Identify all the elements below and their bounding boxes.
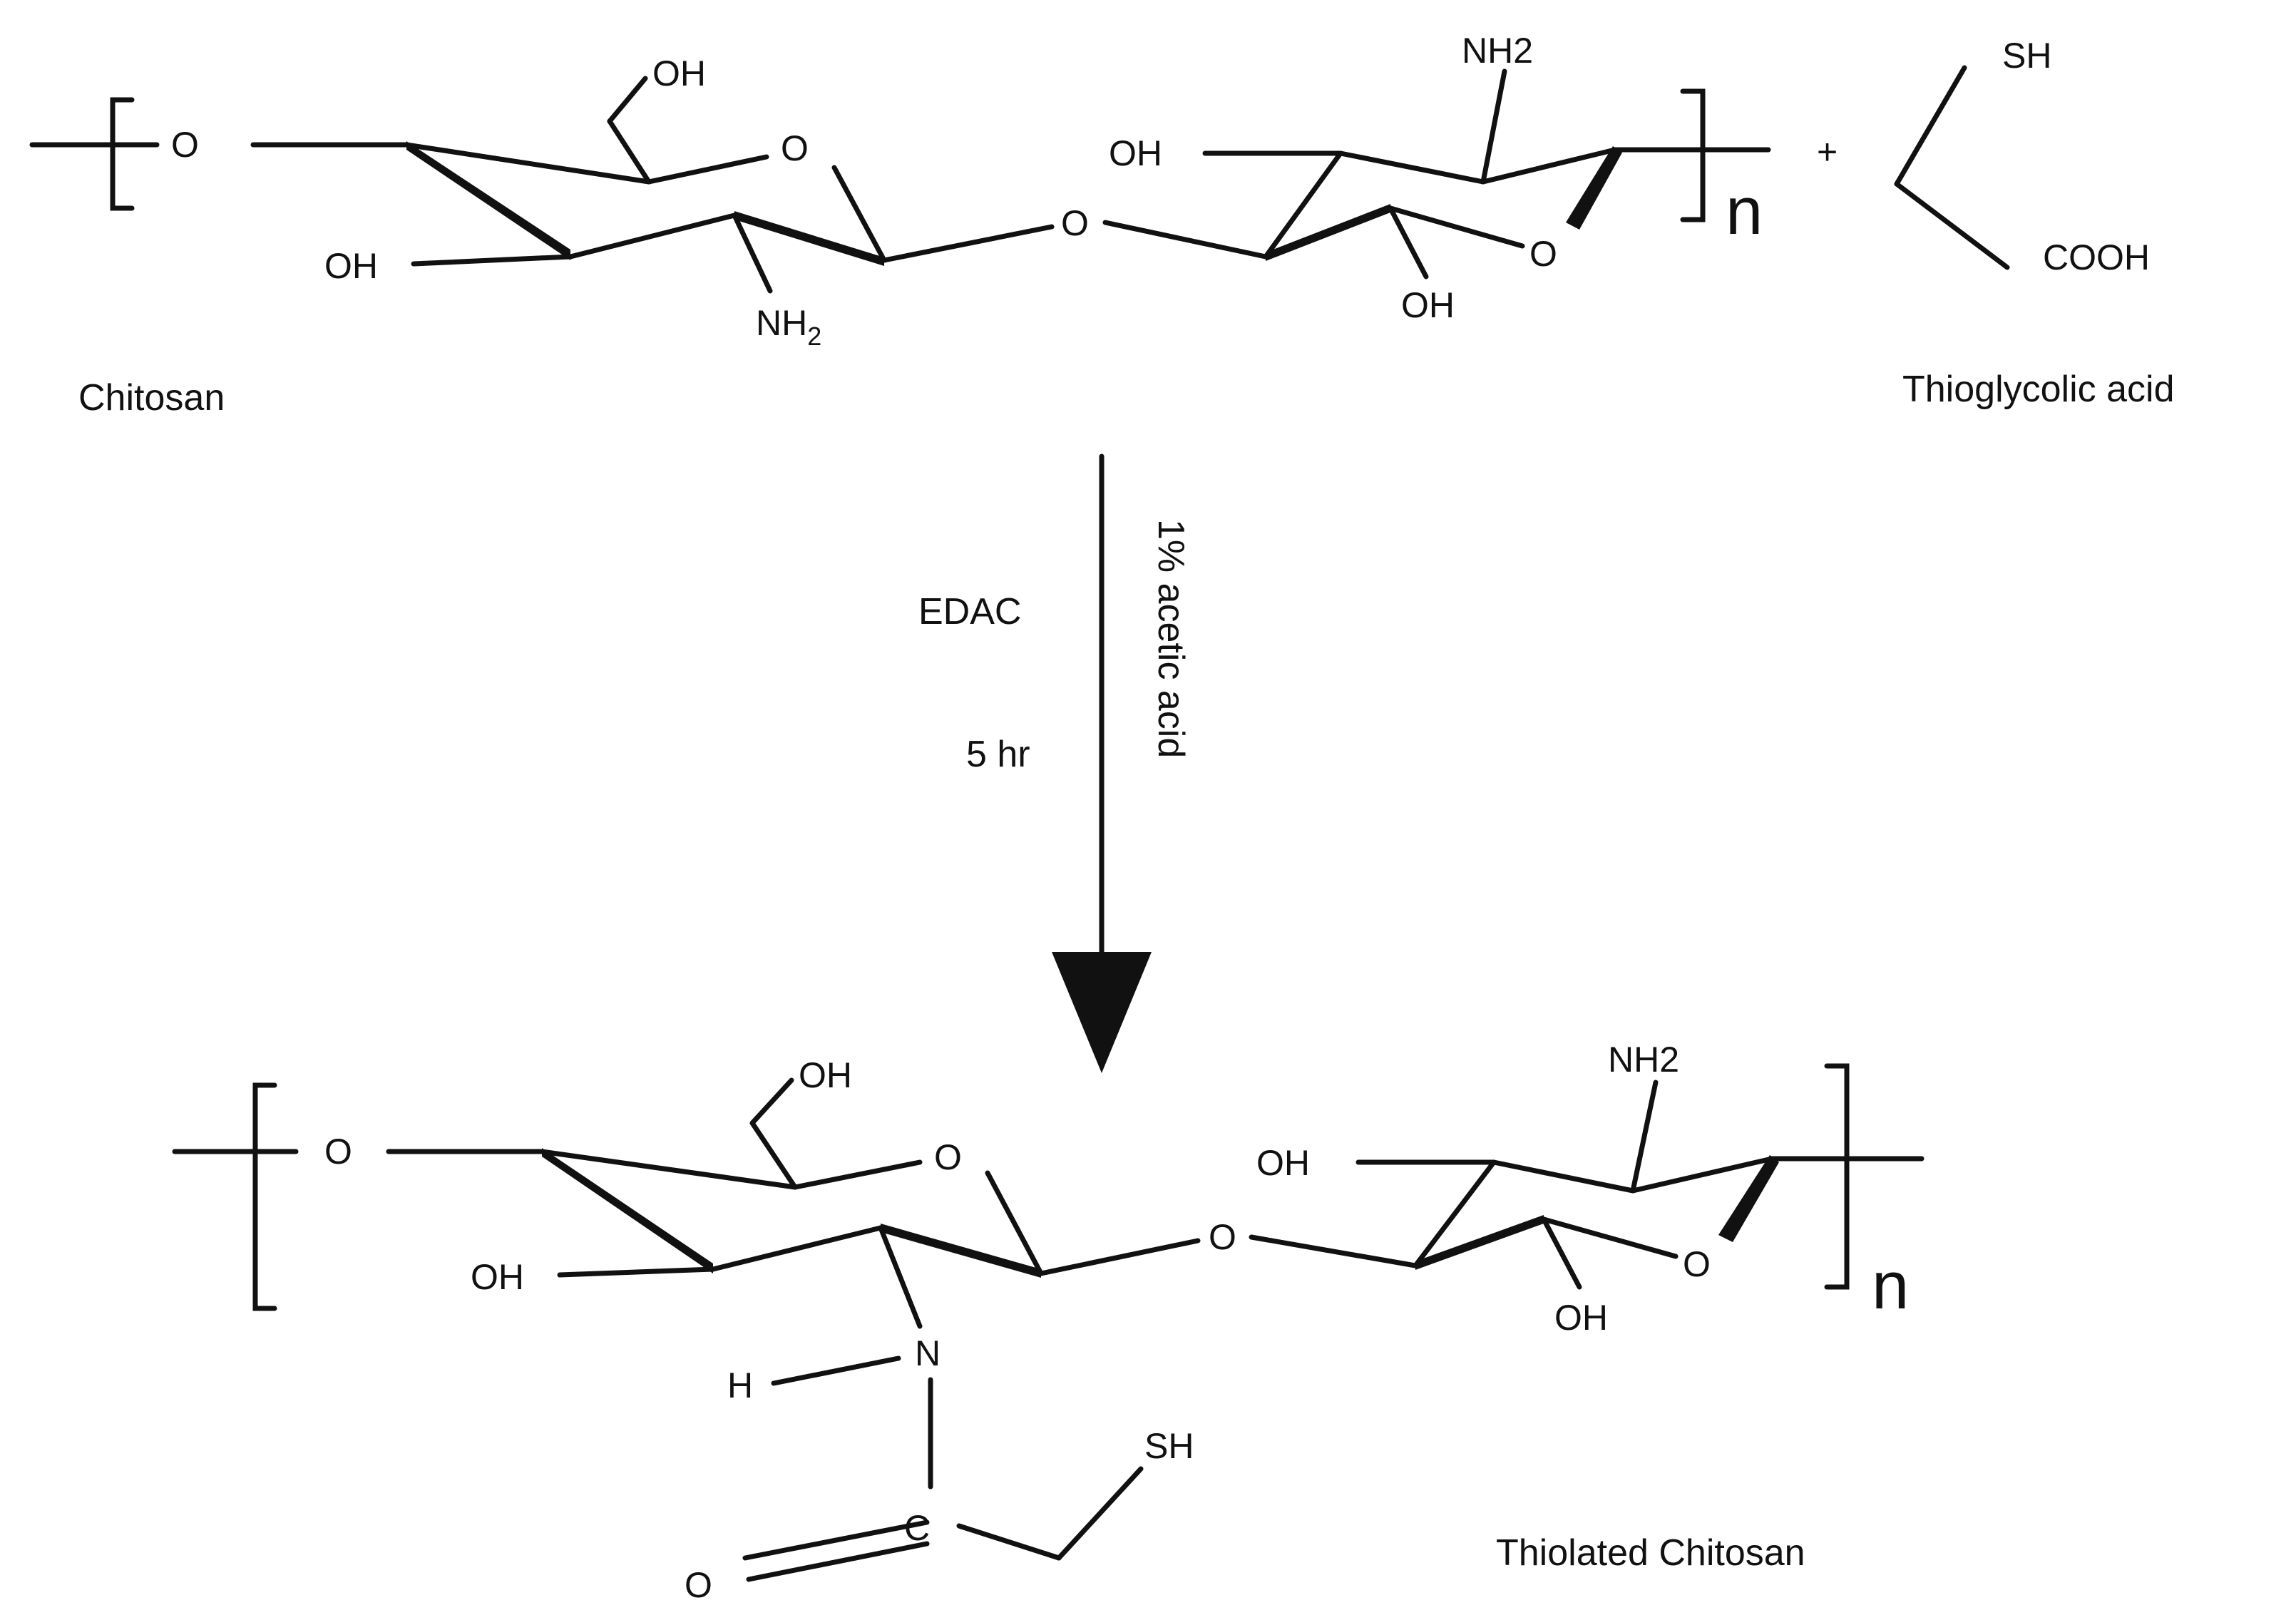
thiol-group: SH	[1144, 1426, 1194, 1466]
thioglycolic-acid-label: Thioglycolic acid	[1902, 369, 2175, 410]
amide-hydrogen: H	[727, 1365, 753, 1405]
ch2oh-hydroxyl: OH	[652, 53, 706, 93]
reagent-label: EDAC	[918, 591, 1021, 632]
reaction-time-label: 5 hr	[966, 734, 1030, 775]
repeat-subscript: n	[1726, 173, 1763, 248]
chitosan-label: Chitosan	[78, 377, 225, 419]
thioglycolic-acid-structure: SH COOH	[1894, 36, 2150, 277]
ring-oxygen-1: O	[781, 128, 809, 168]
hydroxyl-left: OH	[471, 1257, 524, 1297]
ring-oxygen-2: O	[1683, 1244, 1711, 1284]
carbonyl-carbon: C	[904, 1508, 930, 1548]
chain-oxygen-left: O	[171, 125, 199, 165]
carbonyl-oxygen: O	[685, 1565, 712, 1605]
carboxyl-group: COOH	[2043, 237, 2150, 277]
thiolated-chitosan-structure: O OH O OH N H C O SH O OH NH2 O OH n	[172, 1040, 1925, 1605]
plus-sign: +	[1817, 132, 1838, 172]
hydroxyl-left: OH	[324, 246, 378, 286]
ring-oxygen-2: O	[1529, 234, 1557, 274]
thiolated-chitosan-label: Thiolated Chitosan	[1496, 1532, 1805, 1574]
ring-oxygen-1: O	[934, 1137, 962, 1177]
hydroxyl-top-right: OH	[1256, 1143, 1310, 1183]
ch2oh-hydroxyl: OH	[799, 1055, 852, 1095]
amino-group-right: NH2	[1608, 1040, 1679, 1080]
amino-group: NH2	[756, 303, 821, 351]
hydroxyl-bottom-right: OH	[1401, 285, 1455, 325]
amide-nitrogen: N	[915, 1333, 941, 1373]
chain-oxygen-left: O	[324, 1132, 352, 1172]
reaction-arrow	[1052, 453, 1152, 1073]
chitosan-structure: O OH O OH NH2 O OH NH2 O OH n	[29, 31, 1771, 351]
solvent-label: 1% acetic acid	[1150, 519, 1191, 758]
glycosidic-oxygen: O	[1209, 1217, 1236, 1257]
glycosidic-oxygen: O	[1061, 203, 1089, 243]
amino-group-right: NH2	[1462, 31, 1533, 71]
hydroxyl-bottom-right: OH	[1554, 1298, 1608, 1338]
hydroxyl-top-right: OH	[1109, 133, 1162, 173]
thiol-group: SH	[2002, 36, 2051, 76]
repeat-subscript: n	[1872, 1248, 1909, 1323]
